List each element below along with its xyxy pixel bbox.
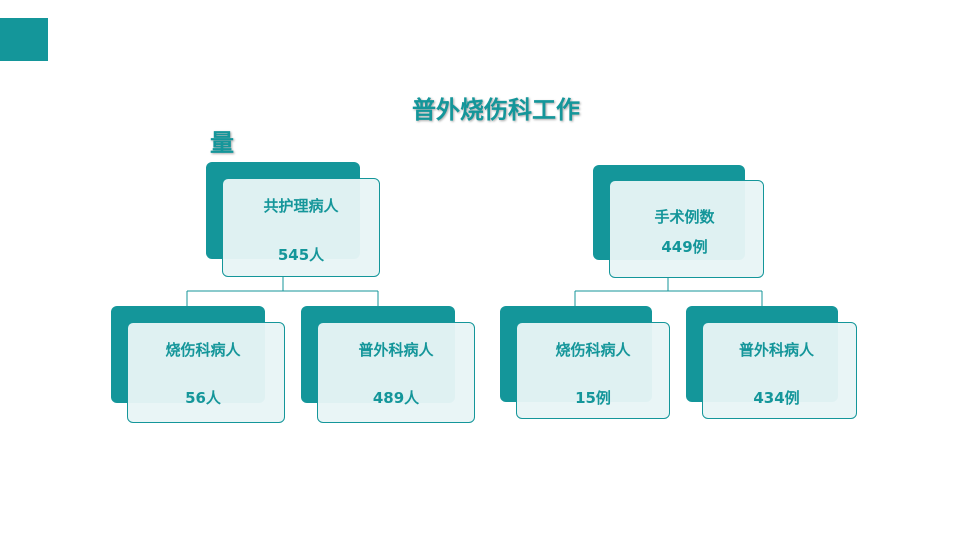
right-root-node: 手术例数 449例 bbox=[593, 165, 764, 278]
node-label: 普外科病人 bbox=[358, 341, 434, 359]
node-value: 15例 bbox=[575, 389, 611, 407]
node-label: 烧伤科病人 bbox=[165, 341, 241, 359]
left-child-node-general: 普外科病人 489人 bbox=[301, 306, 475, 423]
node-label: 普外科病人 bbox=[738, 341, 814, 359]
node-value: 449例 bbox=[661, 238, 708, 256]
node-card: 普外科病人 489人 bbox=[317, 322, 475, 423]
node-card: 烧伤科病人 56人 bbox=[127, 322, 285, 423]
node-label: 手术例数 bbox=[654, 208, 715, 226]
node-value: 489人 bbox=[372, 389, 420, 407]
slide-title: 普外烧伤科工作 bbox=[412, 96, 580, 124]
node-label: 共护理病人 bbox=[263, 197, 339, 215]
node-label: 烧伤科病人 bbox=[555, 341, 631, 359]
node-card: 手术例数 449例 bbox=[609, 180, 764, 278]
node-value: 545人 bbox=[277, 246, 325, 264]
right-child-node-general: 普外科病人 434例 bbox=[686, 306, 857, 419]
node-value: 56人 bbox=[185, 389, 221, 407]
corner-accent-block bbox=[0, 18, 48, 61]
right-child-node-burn: 烧伤科病人 15例 bbox=[500, 306, 670, 419]
slide-title-continuation: 量 bbox=[210, 129, 234, 157]
node-card: 烧伤科病人 15例 bbox=[516, 322, 670, 419]
left-root-node: 共护理病人 545人 bbox=[206, 162, 380, 277]
node-card: 共护理病人 545人 bbox=[222, 178, 380, 277]
node-card: 普外科病人 434例 bbox=[702, 322, 857, 419]
left-child-node-burn: 烧伤科病人 56人 bbox=[111, 306, 285, 423]
node-value: 434例 bbox=[753, 389, 800, 407]
